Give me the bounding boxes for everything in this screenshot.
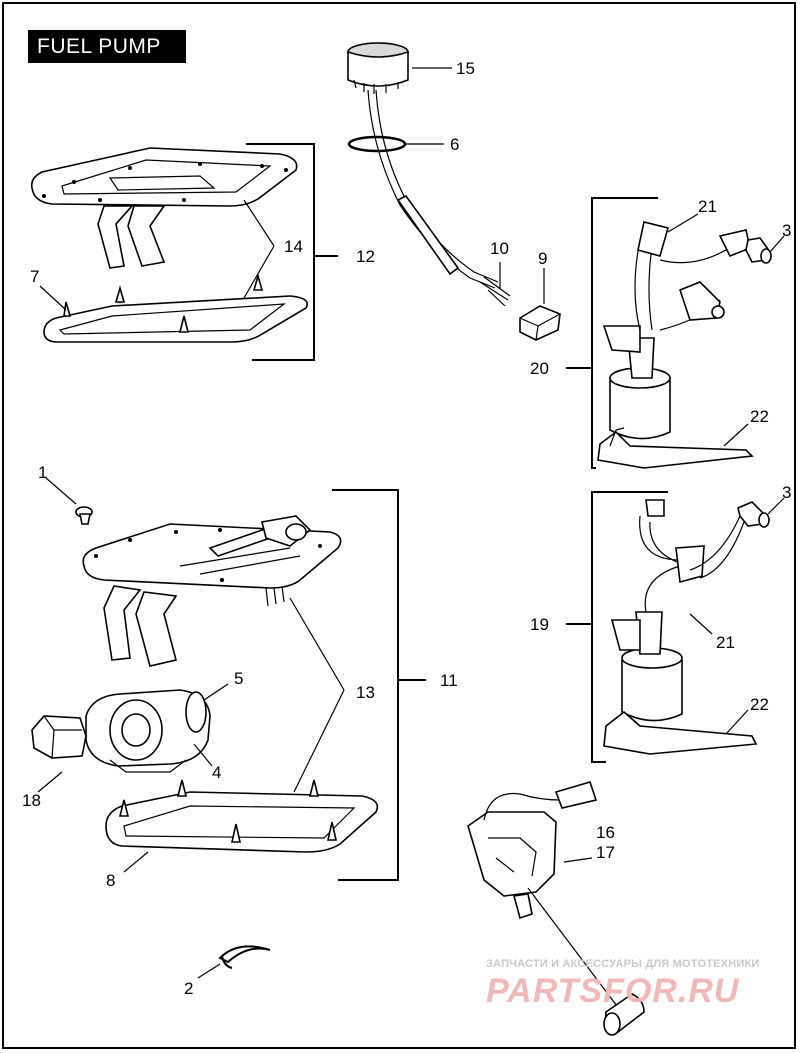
callout-8: 8 <box>106 871 115 890</box>
callout-14: 14 <box>284 237 303 256</box>
part-10-wire-harness[interactable] <box>367 89 511 307</box>
leader-lines <box>37 67 785 979</box>
callout-15: 15 <box>456 59 475 78</box>
callout-22-upper: 22 <box>750 407 769 426</box>
callout-18: 18 <box>22 791 41 810</box>
part-18-bracket[interactable] <box>31 715 87 759</box>
part-20-fuel-pump-module[interactable] <box>602 221 751 440</box>
callout-21-lower: 21 <box>716 633 735 652</box>
callout-10: 10 <box>490 239 509 258</box>
part-1-screw[interactable] <box>75 506 93 525</box>
part-6-o-ring[interactable] <box>347 135 407 153</box>
part-22-strainer-lower[interactable] <box>603 710 758 755</box>
group-11-bracket <box>332 489 426 881</box>
page-title: FUEL PUMP <box>28 30 186 63</box>
callout-16: 16 <box>596 823 615 842</box>
part-2-retaining-clip[interactable] <box>218 945 271 969</box>
callout-3-lower: 3 <box>782 483 791 502</box>
part-8-lower-gasket[interactable] <box>105 779 379 853</box>
part-9-connector[interactable] <box>519 305 561 341</box>
part-3-fitting-lower[interactable] <box>737 501 770 528</box>
callout-4: 4 <box>212 763 221 782</box>
callout-9: 9 <box>538 249 547 268</box>
callout-2: 2 <box>184 979 193 998</box>
group-19-bracket <box>566 491 668 763</box>
callout-5: 5 <box>234 669 243 688</box>
part-7-upper-gasket[interactable] <box>43 273 309 343</box>
part-19-fuel-pump-module[interactable] <box>610 499 745 722</box>
part-3-fitting-upper[interactable] <box>745 237 772 264</box>
callout-7: 7 <box>30 267 39 286</box>
part-17-float[interactable] <box>603 993 645 1036</box>
part-15-fuel-cap-connector[interactable] <box>347 42 409 94</box>
part-5-pump-seal[interactable] <box>185 691 207 733</box>
part-16-fuel-level-sender[interactable] <box>467 781 621 1011</box>
part-22-strainer-upper[interactable] <box>597 427 754 469</box>
part-4-pump-housing[interactable] <box>85 689 211 773</box>
watermark-tagline: ЗАПЧАСТИ И АКСЕССУАРЫ ДЛЯ МОТОТЕХНИКИ <box>486 958 760 970</box>
callout-12: 12 <box>356 247 375 266</box>
callout-13: 13 <box>356 683 375 702</box>
watermark: ЗАПЧАСТИ И АКСЕССУАРЫ ДЛЯ МОТОТЕХНИКИ PA… <box>486 958 786 1011</box>
callout-21-upper: 21 <box>698 197 717 216</box>
group-12-bracket <box>246 143 338 361</box>
callout-19: 19 <box>530 615 549 634</box>
callout-11: 11 <box>440 671 458 690</box>
callout-6: 6 <box>450 135 459 154</box>
callout-1: 1 <box>38 463 47 482</box>
callout-22-lower: 22 <box>750 695 769 714</box>
group-20-bracket <box>566 197 658 469</box>
part-14-upper-pump-flange[interactable] <box>30 147 298 269</box>
watermark-logo: PARTSFOR.RU <box>486 972 740 1010</box>
callout-17: 17 <box>596 843 615 862</box>
callout-20: 20 <box>530 359 549 378</box>
callout-3-upper: 3 <box>782 221 791 240</box>
part-13-lower-pump-flange[interactable] <box>82 515 342 667</box>
